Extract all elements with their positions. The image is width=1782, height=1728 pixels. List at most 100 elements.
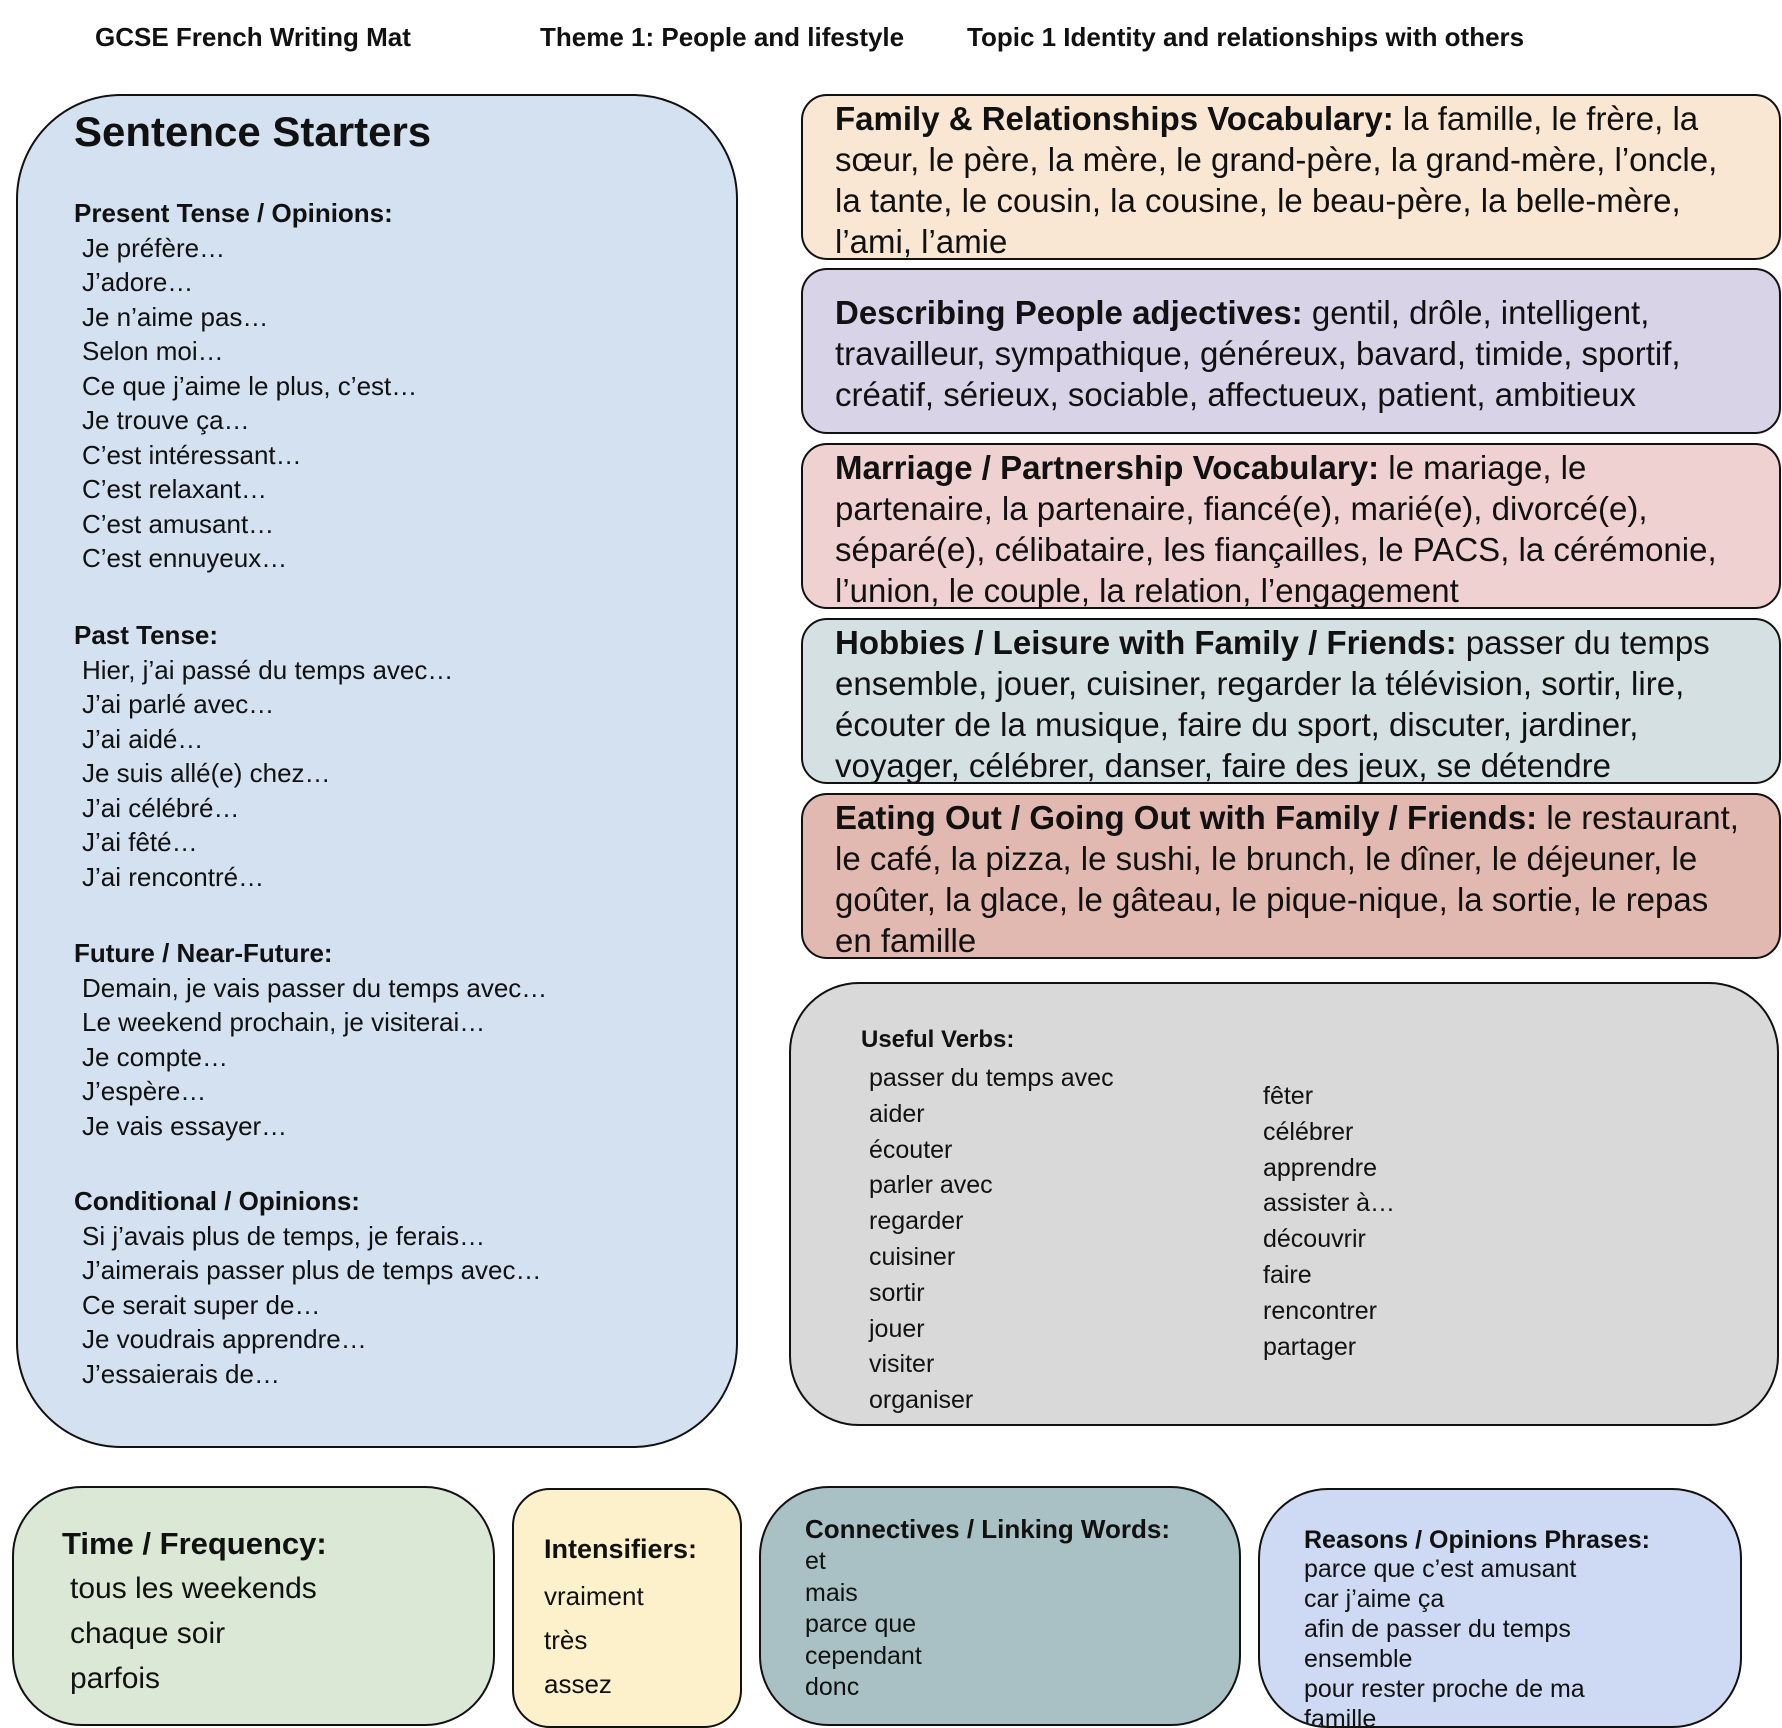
hobbies-vocab-box: Hobbies / Leisure with Family / Friends:… [801, 618, 1781, 784]
describing-vocab-box: Describing People adjectives: gentil, dr… [801, 268, 1781, 434]
list-item: afin de passer du temps [1304, 1615, 1571, 1643]
list-item: C’est intéressant… [82, 439, 302, 470]
list-item: J’ai célébré… [82, 792, 240, 823]
list-item: Je vais essayer… [82, 1110, 288, 1141]
list-item: J’aimerais passer plus de temps avec… [82, 1255, 542, 1285]
list-item: C’est ennuyeux… [82, 543, 288, 573]
list-item: parfois [70, 1662, 161, 1695]
list-item: assister à… [1263, 1189, 1395, 1218]
theme-label: Theme 1: People and lifestyle [540, 22, 905, 52]
list-item: Je préfère… [82, 232, 226, 263]
list-item: J’ai parlé avec… [82, 689, 275, 719]
list-item: car j’aime ça [1304, 1585, 1445, 1613]
list-item: J’ai fêté… [82, 827, 198, 857]
list-item: très [544, 1625, 588, 1655]
list-item: Le weekend prochain, je visiterai… [82, 1007, 486, 1037]
list-item: Si j’avais plus de temps, je ferais… [82, 1220, 486, 1251]
starters-conditional: Conditional / Opinions: Si j’avais plus … [74, 1184, 542, 1391]
useful-verbs-title: Useful Verbs: [861, 1026, 1015, 1053]
list-item: cependant [805, 1641, 922, 1670]
list-item: partager [1263, 1332, 1357, 1361]
hobbies-vocab-text: passer du temps ensemble, jouer, cuisine… [835, 624, 1710, 784]
list-item: regarder [869, 1207, 964, 1236]
list-item: Je n’aime pas… [82, 301, 269, 332]
list-item: assez [544, 1669, 612, 1699]
list-item: chaque soir [70, 1617, 226, 1650]
list-item: parce que [805, 1610, 917, 1638]
intensifiers-box: Intensifiers: vraiment très assez [512, 1488, 742, 1728]
list-item: rencontrer [1263, 1296, 1377, 1325]
connectives-title: Connectives / Linking Words: [805, 1514, 1171, 1544]
list-item: fêter [1263, 1082, 1314, 1110]
list-item: célébrer [1263, 1117, 1354, 1146]
list-item: famille [1304, 1705, 1377, 1728]
list-item: Demain, je vais passer du temps avec… [82, 972, 548, 1003]
list-item: donc [805, 1673, 860, 1701]
intensifiers-title: Intensifiers: [544, 1534, 698, 1564]
time-frequency-title: Time / Frequency: [62, 1526, 327, 1561]
useful-verbs-box: Useful Verbs: passer du temps avec aider… [789, 982, 1779, 1426]
eating-vocab-title: Eating Out / Going Out with Family / Fri… [835, 799, 1538, 836]
list-item: Hier, j’ai passé du temps avec… [82, 654, 454, 685]
list-item: visiter [869, 1350, 935, 1379]
list-item: parce que c’est amusant [1304, 1555, 1577, 1583]
list-item: mais [805, 1578, 858, 1607]
list-item: Je suis allé(e) chez… [82, 758, 331, 788]
connectives-box: Connectives / Linking Words: et mais par… [759, 1486, 1241, 1726]
list-item: J’essaierais de… [82, 1358, 280, 1389]
list-item: Ce serait super de… [82, 1289, 321, 1320]
starters-past: Past Tense: Hier, j’ai passé du temps av… [74, 618, 453, 894]
sentence-starters-panel: Sentence Starters Present Tense / Opinio… [16, 94, 738, 1448]
marriage-vocab-title: Marriage / Partnership Vocabulary: [835, 449, 1380, 486]
time-frequency-box: Time / Frequency: tous les weekends chaq… [12, 1486, 495, 1726]
list-item: jouer [869, 1314, 925, 1343]
describing-vocab-title: Describing People adjectives: [835, 294, 1303, 331]
list-item: apprendre [1263, 1153, 1377, 1182]
list-item: Je voudrais apprendre… [82, 1324, 367, 1354]
sentence-starters-title: Sentence Starters [74, 108, 432, 155]
list-item: et [805, 1547, 826, 1575]
section-heading: Conditional / Opinions: [74, 1186, 360, 1216]
section-heading: Future / Near-Future: [74, 938, 333, 968]
family-vocab-text: la famille, le frère, la sœur, le père, … [835, 100, 1718, 260]
list-item: passer du temps avec [869, 1064, 1114, 1092]
list-item: parler avec [869, 1171, 993, 1200]
list-item: Je trouve ça… [82, 405, 250, 435]
list-item: C’est relaxant… [82, 474, 267, 504]
starters-future: Future / Near-Future: Demain, je vais pa… [74, 936, 547, 1143]
list-item: découvrir [1263, 1225, 1366, 1254]
list-item: aider [869, 1099, 925, 1128]
useful-verbs-col1: passer du temps avec aider écouter parle… [869, 1061, 1114, 1419]
list-item: faire [1263, 1260, 1312, 1289]
list-item: sortir [869, 1278, 925, 1307]
family-vocab-title: Family & Relationships Vocabulary: [835, 100, 1394, 137]
list-item: vraiment [544, 1581, 644, 1611]
list-item: Selon moi… [82, 336, 224, 366]
mat-title: GCSE French Writing Mat [95, 22, 411, 52]
describing-vocab-text: gentil, drôle, intelligent, travailleur,… [835, 294, 1681, 413]
list-item: organiser [869, 1386, 974, 1415]
list-item: écouter [869, 1135, 953, 1164]
topic-label: Topic 1 Identity and relationships with … [967, 22, 1525, 52]
list-item: J’ai aidé… [82, 723, 204, 754]
reasons-title: Reasons / Opinions Phrases: [1304, 1526, 1650, 1554]
reasons-box: Reasons / Opinions Phrases: parce que c’… [1258, 1488, 1742, 1728]
starters-present: Present Tense / Opinions: Je préfère… J’… [74, 196, 417, 576]
list-item: ensemble [1304, 1645, 1413, 1673]
family-vocab-box: Family & Relationships Vocabulary: la fa… [801, 94, 1781, 260]
eating-vocab-box: Eating Out / Going Out with Family / Fri… [801, 793, 1781, 959]
list-item: C’est amusant… [82, 508, 275, 539]
section-heading: Past Tense: [74, 620, 219, 650]
list-item: J’adore… [82, 267, 194, 297]
list-item: tous les weekends [70, 1572, 317, 1605]
list-item: pour rester proche de ma [1304, 1675, 1585, 1703]
useful-verbs-col2: fêter célébrer apprendre assister à… déc… [1263, 1079, 1395, 1365]
marriage-vocab-box: Marriage / Partnership Vocabulary: le ma… [801, 443, 1781, 609]
list-item: J’ai rencontré… [82, 861, 265, 892]
marriage-vocab-text: le mariage, le partenaire, la partenaire… [835, 449, 1717, 609]
list-item: J’espère… [82, 1076, 207, 1106]
eating-vocab-text: le restaurant, le café, la pizza, le sus… [835, 799, 1739, 959]
hobbies-vocab-title: Hobbies / Leisure with Family / Friends: [835, 624, 1457, 661]
list-item: Ce que j’aime le plus, c’est… [82, 370, 418, 401]
list-item: cuisiner [869, 1242, 956, 1271]
